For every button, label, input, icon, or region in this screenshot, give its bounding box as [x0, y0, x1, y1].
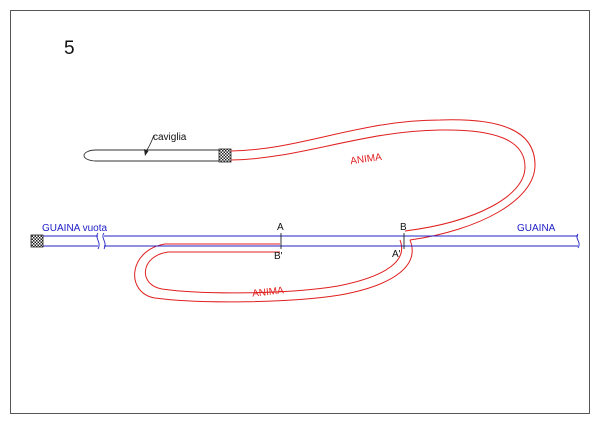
point-b-prime-label: B' — [274, 251, 283, 262]
reference-marks — [280, 233, 405, 249]
pin-knurled-end — [218, 148, 232, 163]
empty-sheath-label: GUAINA vuota — [42, 223, 107, 234]
sheath-end-right — [576, 233, 580, 249]
pin-leader-arrow — [144, 149, 149, 156]
core — [134, 119, 536, 303]
point-a-label: A — [277, 222, 284, 233]
point-b-label: B — [400, 222, 407, 233]
core-lower-loop-outer — [134, 239, 413, 303]
point-a-prime-label: A' — [392, 249, 401, 260]
figure-number: 5 — [64, 38, 75, 59]
sheath-break-left — [96, 232, 100, 250]
core-label-bottom: ANIMA — [252, 285, 285, 299]
core-label-top: ANIMA — [350, 152, 383, 167]
frame-border — [10, 10, 590, 414]
pin — [83, 148, 232, 163]
pin-label: caviglia — [153, 132, 187, 143]
core-upper-arm-outer — [230, 119, 536, 241]
sheath-label: GUAINA — [517, 223, 556, 234]
sheath-break-right — [102, 232, 106, 250]
sheath-knurled-end — [30, 234, 44, 248]
sheath — [43, 232, 580, 250]
pin-body — [83, 149, 221, 162]
core-lower-loop-inner — [145, 239, 403, 294]
core-upper-arm-inner — [230, 129, 526, 232]
